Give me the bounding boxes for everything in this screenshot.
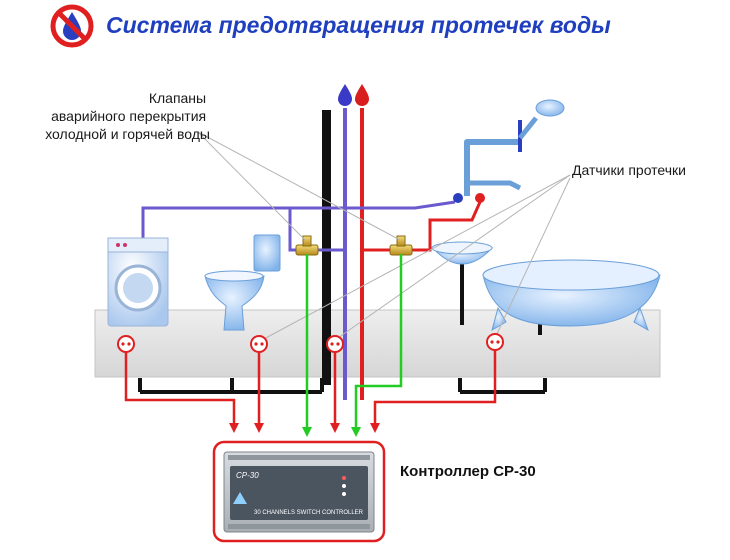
cold-water-valve — [295, 235, 319, 256]
valves-label: Клапаны аварийного перекрытия холодной и… — [45, 90, 210, 142]
cold-water-pipes — [141, 200, 456, 252]
faucet-shower — [453, 99, 565, 203]
device-caption: 30 CHANNELS SWITCH CONTROLLER — [254, 510, 364, 516]
sink — [431, 241, 494, 265]
leak-sensor — [326, 335, 344, 353]
toilet — [204, 234, 281, 331]
leak-sensor — [117, 335, 135, 353]
leak-sensors — [117, 333, 504, 353]
no-water-drop-icon — [50, 4, 94, 48]
leak-sensor — [486, 333, 504, 351]
drain-lines — [138, 262, 547, 394]
red-drop-icon — [355, 84, 369, 106]
controller-label: Контроллер СР-30 — [400, 463, 536, 480]
device-logo-icon — [233, 492, 247, 504]
sensors-label: Датчики протечки — [572, 162, 686, 178]
hot-water-valve — [389, 235, 413, 256]
blue-drop-icon — [338, 84, 352, 106]
sewer-riser — [322, 110, 331, 385]
sensor-leader-lines — [261, 174, 571, 341]
valve-control-wires — [302, 254, 403, 437]
bathtub — [482, 259, 661, 332]
valve-leader-lines — [197, 131, 401, 241]
sensor-signal-wires — [124, 350, 497, 433]
controller-device: CP-30 30 CHANNELS SWITCH CONTROLLER — [223, 451, 375, 533]
led-indicator — [342, 476, 346, 480]
leak-sensor — [250, 335, 268, 353]
device-model: CP-30 — [236, 471, 259, 480]
led-indicator — [342, 492, 346, 496]
washing-machine — [107, 237, 169, 327]
led-indicator — [342, 484, 346, 488]
page-title: Система предотвращения протечек воды — [106, 12, 611, 38]
